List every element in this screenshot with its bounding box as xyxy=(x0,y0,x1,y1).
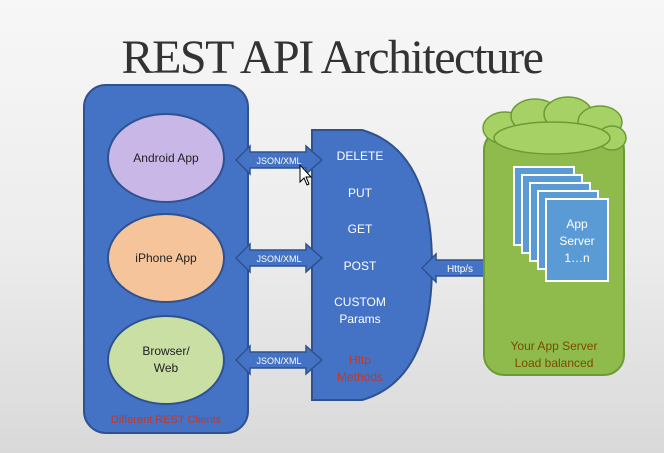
connector-arrow-2 xyxy=(234,242,324,274)
method-custom-line1: CUSTOM xyxy=(334,295,386,309)
server-caption-line2: Load balanced xyxy=(515,356,594,370)
android-app-label: Android App xyxy=(133,151,199,165)
iphone-app-node xyxy=(107,213,225,303)
browser-web-node xyxy=(107,315,225,405)
connector-label-2: JSON/XML xyxy=(256,254,301,264)
connector-label-3: JSON/XML xyxy=(256,356,301,366)
server-card-line1: App xyxy=(566,217,588,231)
server-card-line3: 1…n xyxy=(564,251,589,265)
method-put: PUT xyxy=(348,186,373,200)
iphone-app-label: iPhone App xyxy=(135,251,197,265)
method-delete: DELETE xyxy=(337,149,384,163)
cloud-top xyxy=(482,96,627,155)
server-caption-line1: Your App Server xyxy=(511,339,598,353)
method-custom-line2: Params xyxy=(339,312,380,326)
method-post: POST xyxy=(344,259,377,273)
mouse-cursor-icon xyxy=(299,163,313,186)
android-app-node xyxy=(107,113,225,203)
browser-web-label-line1: Browser/ xyxy=(142,344,190,358)
methods-footer-line2: Methods xyxy=(337,370,383,384)
connector-arrow-3 xyxy=(234,344,324,376)
clients-caption: Different REST Clients xyxy=(111,414,222,426)
connector-label-1: JSON/XML xyxy=(256,156,301,166)
server-card-front xyxy=(545,198,609,282)
server-card-line2: Server xyxy=(559,234,594,248)
methods-footer-line1: Http xyxy=(349,353,371,367)
browser-web-label-line2: Web xyxy=(154,361,179,375)
slide-title: REST API Architecture xyxy=(121,31,544,84)
method-get: GET xyxy=(348,222,373,236)
https-connector-label: Http/s xyxy=(447,264,473,275)
